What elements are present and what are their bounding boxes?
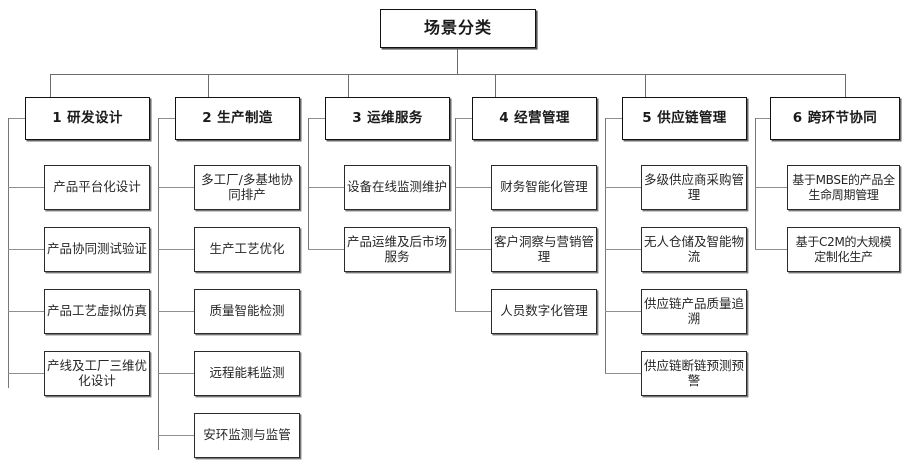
connector-cat-5-item-1-stub (605, 187, 641, 188)
connector-cat-2-trunk (158, 118, 160, 450)
leaf-node-cat-2-item-2[interactable]: 生产工艺优化 (194, 227, 300, 272)
leaf-node-cat-5-item-2[interactable]: 无人仓储及智能物流 (641, 227, 747, 272)
leaf-node-cat-2-item-4[interactable]: 远程能耗监测 (194, 351, 300, 396)
leaf-node-cat-3-item-2[interactable]: 产品运维及后市场服务 (344, 227, 450, 272)
connector-drop-cat-3 (348, 74, 349, 97)
connector-cat-2-item-5-stub (158, 435, 194, 436)
connector-cat-1-item-4-stub (8, 373, 44, 374)
connector-cat-2-item-1-stub (158, 187, 194, 188)
connector-cat-1-item-1-stub (8, 187, 44, 188)
connector-cat-1-item-2-stub (8, 249, 44, 250)
leaf-node-cat-1-item-4[interactable]: 产线及工厂三维优化设计 (44, 351, 150, 396)
connector-drop-cat-5 (645, 74, 646, 97)
leaf-node-cat-3-item-1[interactable]: 设备在线监测维护 (344, 165, 450, 210)
category-header-6[interactable]: 6 跨环节协同 (770, 97, 900, 140)
root-node-label: 场景分类 (423, 18, 492, 38)
leaf-node-cat-3-item-1-label: 设备在线监测维护 (347, 179, 448, 195)
connector-cat-1-item-3-stub (8, 311, 44, 312)
connector-cat-5-header-stub (605, 118, 622, 119)
leaf-node-cat-2-item-4-label: 远程能耗监测 (209, 365, 285, 381)
leaf-node-cat-1-item-3-label: 产品工艺虚拟仿真 (47, 303, 148, 319)
leaf-node-cat-5-item-1[interactable]: 多级供应商采购管理 (641, 165, 747, 210)
leaf-node-cat-5-item-4-label: 供应链断链预测预警 (644, 357, 745, 388)
connector-cat-3-header-stub (308, 118, 325, 119)
connector-cat-6-item-1-stub (755, 187, 787, 188)
connector-cat-4-trunk (455, 118, 457, 311)
connector-cat-2-item-2-stub (158, 249, 194, 250)
leaf-node-cat-4-item-3-label: 人员数字化管理 (500, 303, 588, 319)
connector-cat-6-header-stub (755, 118, 770, 119)
connector-drop-cat-4 (495, 74, 496, 97)
leaf-node-cat-6-item-1-label: 基于MBSE的产品全生命周期管理 (792, 173, 895, 202)
connector-cat-5-trunk (605, 118, 607, 373)
connector-cat-4-header-stub (455, 118, 472, 119)
connector-cat-5-item-4-stub (605, 373, 641, 374)
leaf-node-cat-4-item-1[interactable]: 财务智能化管理 (491, 165, 597, 210)
leaf-node-cat-5-item-3[interactable]: 供应链产品质量追溯 (641, 289, 747, 334)
leaf-node-cat-2-item-5[interactable]: 安环监测与监管 (194, 413, 300, 458)
connector-distribution-bar (50, 74, 845, 76)
category-header-3-label: 3 运维服务 (352, 109, 423, 126)
leaf-node-cat-6-item-1[interactable]: 基于MBSE的产品全生命周期管理 (787, 165, 900, 210)
connector-cat-4-item-3-stub (455, 311, 491, 312)
leaf-node-cat-4-item-3[interactable]: 人员数字化管理 (491, 289, 597, 334)
category-header-4-label: 4 经营管理 (499, 109, 570, 126)
leaf-node-cat-1-item-3[interactable]: 产品工艺虚拟仿真 (44, 289, 150, 334)
category-header-1-label: 1 研发设计 (52, 109, 123, 126)
connector-cat-2-item-4-stub (158, 373, 194, 374)
connector-cat-3-item-2-stub (308, 249, 344, 250)
category-header-4[interactable]: 4 经营管理 (472, 97, 597, 140)
leaf-node-cat-1-item-2[interactable]: 产品协同测试验证 (44, 227, 150, 272)
connector-cat-2-header-stub (158, 118, 175, 119)
connector-root-stem (457, 48, 459, 74)
leaf-node-cat-2-item-2-label: 生产工艺优化 (209, 241, 285, 257)
leaf-node-cat-2-item-1-label: 多工厂/多基地协同排产 (201, 171, 293, 202)
connector-cat-3-trunk (308, 118, 310, 249)
leaf-node-cat-1-item-2-label: 产品协同测试验证 (47, 241, 148, 257)
leaf-node-cat-4-item-1-label: 财务智能化管理 (500, 179, 588, 195)
category-header-2[interactable]: 2 生产制造 (175, 97, 300, 140)
connector-cat-2-item-3-stub (158, 311, 194, 312)
connector-cat-1-trunk (8, 118, 10, 388)
leaf-node-cat-6-item-2[interactable]: 基于C2M的大规模定制化生产 (787, 227, 900, 272)
leaf-node-cat-6-item-2-label: 基于C2M的大规模定制化生产 (795, 235, 892, 264)
leaf-node-cat-4-item-2-label: 客户洞察与营销管理 (494, 233, 595, 264)
category-header-6-label: 6 跨环节协同 (792, 109, 878, 126)
connector-cat-4-item-2-stub (455, 249, 491, 250)
leaf-node-cat-4-item-2[interactable]: 客户洞察与营销管理 (491, 227, 597, 272)
root-node-scene-classification[interactable]: 场景分类 (380, 9, 536, 48)
leaf-node-cat-2-item-3[interactable]: 质量智能检测 (194, 289, 300, 334)
category-header-2-label: 2 生产制造 (202, 109, 273, 126)
leaf-node-cat-5-item-3-label: 供应链产品质量追溯 (644, 295, 745, 326)
connector-drop-cat-2 (208, 74, 209, 97)
leaf-node-cat-2-item-1[interactable]: 多工厂/多基地协同排产 (194, 165, 300, 210)
leaf-node-cat-2-item-5-label: 安环监测与监管 (203, 427, 291, 443)
connector-cat-1-header-stub (8, 118, 25, 119)
leaf-node-cat-1-item-1[interactable]: 产品平台化设计 (44, 165, 150, 210)
connector-drop-cat-1 (50, 74, 51, 97)
category-header-1[interactable]: 1 研发设计 (25, 97, 150, 140)
connector-cat-6-item-2-stub (755, 249, 787, 250)
connector-cat-4-item-1-stub (455, 187, 491, 188)
category-header-5[interactable]: 5 供应链管理 (622, 97, 747, 140)
leaf-node-cat-5-item-1-label: 多级供应商采购管理 (644, 171, 745, 202)
connector-drop-cat-6 (845, 74, 846, 97)
leaf-node-cat-1-item-4-label: 产线及工厂三维优化设计 (47, 357, 148, 388)
category-header-5-label: 5 供应链管理 (642, 109, 727, 126)
connector-cat-5-item-3-stub (605, 311, 641, 312)
leaf-node-cat-2-item-3-label: 质量智能检测 (209, 303, 285, 319)
leaf-node-cat-5-item-2-label: 无人仓储及智能物流 (644, 233, 745, 264)
category-header-3[interactable]: 3 运维服务 (325, 97, 450, 140)
connector-cat-5-item-2-stub (605, 249, 641, 250)
connector-cat-3-item-1-stub (308, 187, 344, 188)
leaf-node-cat-5-item-4[interactable]: 供应链断链预测预警 (641, 351, 747, 396)
leaf-node-cat-1-item-1-label: 产品平台化设计 (53, 179, 141, 195)
connector-cat-6-trunk (755, 118, 757, 249)
leaf-node-cat-3-item-2-label: 产品运维及后市场服务 (347, 233, 448, 264)
